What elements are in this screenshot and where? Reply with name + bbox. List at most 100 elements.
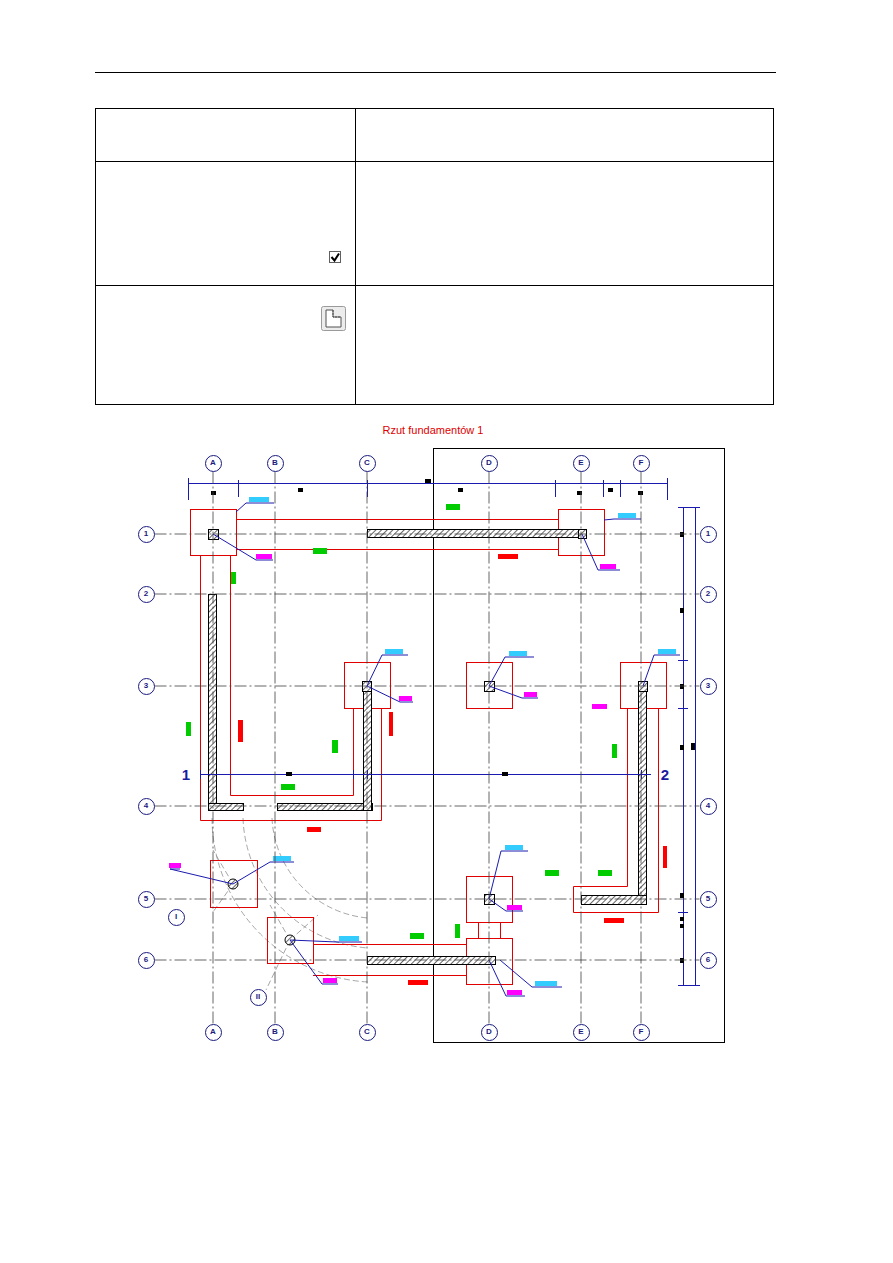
dimension-mark-part bbox=[680, 924, 684, 928]
grid-label: B bbox=[272, 459, 278, 467]
dimension-line-part bbox=[200, 770, 201, 779]
page-header-rule-part bbox=[95, 72, 776, 73]
leader-line-part bbox=[489, 657, 534, 686]
footing-outline-part bbox=[201, 555, 382, 821]
grid-bubble: C bbox=[359, 455, 376, 472]
annotation-tag-part-part bbox=[410, 933, 424, 939]
annotation-tag-part-part bbox=[399, 696, 412, 701]
annotation-tag-part-part bbox=[604, 918, 624, 923]
leader-line-part bbox=[367, 655, 408, 686]
leader-line-part bbox=[582, 534, 620, 570]
grid-label: E bbox=[578, 1028, 583, 1036]
annotation-tag-part-part bbox=[231, 572, 236, 584]
leader-line-part bbox=[233, 862, 294, 884]
grid-bubble: D bbox=[481, 455, 498, 472]
grid-label: 5 bbox=[706, 895, 710, 903]
annotation-tag-part bbox=[169, 554, 616, 995]
annotation-tag-part-part bbox=[332, 740, 338, 753]
grid-bubble: E bbox=[573, 455, 590, 472]
dimension-mark-part bbox=[680, 917, 684, 921]
grid-axis-line bbox=[155, 686, 700, 687]
grid-label: 2 bbox=[144, 590, 148, 598]
grid-label: 1 bbox=[144, 530, 148, 538]
grid-label: D bbox=[486, 459, 492, 467]
grid-bubble: 1 bbox=[138, 526, 155, 543]
option-table-part bbox=[96, 109, 774, 405]
annotation-tag-part-part bbox=[612, 744, 617, 758]
footing-outline-part bbox=[231, 555, 354, 796]
dimension-mark-part bbox=[286, 772, 292, 776]
annotation-tag-part-part bbox=[505, 845, 523, 850]
grid-bubble: 6 bbox=[700, 952, 717, 969]
annotation-tag-part-part bbox=[509, 651, 527, 656]
column-section-part bbox=[639, 682, 648, 692]
annotation-tag-part-part bbox=[281, 784, 295, 790]
grid-label: 3 bbox=[144, 682, 148, 690]
footing-outline-part bbox=[211, 861, 258, 908]
grid-label: 5 bbox=[144, 895, 148, 903]
grid-bubble: 3 bbox=[138, 678, 155, 695]
grid-label: 4 bbox=[144, 802, 148, 810]
footing-outline-part bbox=[313, 944, 466, 945]
grid-axis-line bbox=[155, 806, 700, 807]
dimension-line-part bbox=[678, 708, 688, 709]
hatched-wall-part bbox=[582, 896, 647, 905]
leader-line-part bbox=[489, 686, 538, 698]
dimension-mark-part bbox=[425, 479, 431, 483]
dimension-mark-part bbox=[458, 488, 463, 492]
grid-axis-line bbox=[155, 534, 700, 535]
dimension-mark-part bbox=[638, 491, 643, 495]
option-table bbox=[95, 108, 774, 405]
annotation-tag-part-part bbox=[169, 863, 181, 868]
annotation-tag-part-part bbox=[524, 692, 537, 697]
dimension-line bbox=[188, 478, 700, 986]
grid-label: A bbox=[210, 459, 216, 467]
grid-bubble: 5 bbox=[138, 891, 155, 908]
annotation-tag-part bbox=[238, 554, 667, 985]
annotation-tag-part-part bbox=[592, 704, 607, 709]
footing-tool-icon-part bbox=[322, 307, 346, 331]
annotation-tag-part-part bbox=[249, 497, 269, 502]
annotation-tag-part bbox=[249, 497, 676, 986]
grid-bubble: D bbox=[481, 1024, 498, 1041]
grid-label: C bbox=[364, 1028, 370, 1036]
grid-bubble: F bbox=[633, 1024, 650, 1041]
grid-bubble: E bbox=[573, 1024, 590, 1041]
dimension-line-part bbox=[678, 912, 688, 913]
grid-axis-line bbox=[275, 472, 276, 1024]
dimension-mark-part bbox=[680, 684, 684, 689]
hatched-wall-part bbox=[639, 687, 647, 905]
annotation-tag-part-part bbox=[313, 548, 327, 554]
grid-label: C bbox=[364, 459, 370, 467]
grid-arcs-part bbox=[272, 818, 368, 918]
grid-axis-line bbox=[489, 472, 490, 1024]
annotation-tag-part-part bbox=[385, 649, 403, 654]
grid-axis-line bbox=[155, 594, 700, 595]
dimension-line-part bbox=[603, 480, 604, 497]
checkbox-icon-part bbox=[330, 252, 341, 263]
dimension-line-part bbox=[353, 770, 354, 779]
grid-bubble: F bbox=[633, 455, 650, 472]
grid-label: A bbox=[210, 1028, 216, 1036]
annotation-tag-part-part bbox=[238, 720, 243, 742]
grid-bubble: 4 bbox=[138, 798, 155, 815]
option-table-part bbox=[95, 285, 774, 286]
dimension-line-part bbox=[678, 507, 700, 508]
grid-label: D bbox=[486, 1028, 492, 1036]
annotation-tag-part-part bbox=[323, 978, 337, 983]
dimension-mark-part bbox=[680, 958, 684, 963]
grid-bubble: 6 bbox=[138, 952, 155, 969]
leader-line-part bbox=[489, 899, 523, 911]
leader-line-part bbox=[367, 686, 413, 702]
grid-bubble: II bbox=[250, 989, 267, 1006]
footing-tool-icon bbox=[322, 307, 346, 331]
dimension-mark-part bbox=[211, 491, 216, 495]
grid-arcs-part bbox=[212, 818, 368, 982]
leader-line-part bbox=[604, 519, 641, 520]
section-marker: 2 bbox=[660, 767, 670, 782]
grid-arcs-part bbox=[243, 818, 368, 948]
grid-label: 2 bbox=[706, 590, 710, 598]
leader-line-part bbox=[643, 655, 680, 686]
